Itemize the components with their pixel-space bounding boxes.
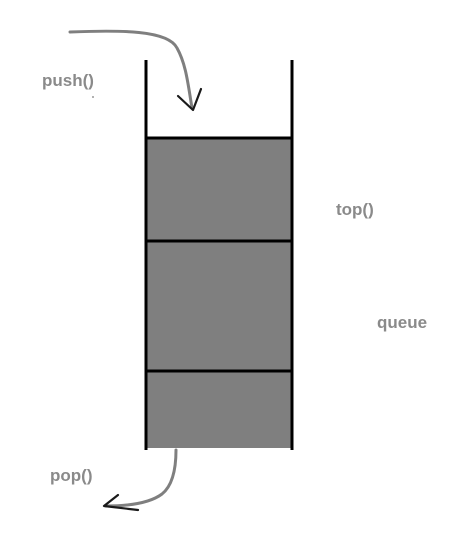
push-arrowhead-icon [176, 87, 203, 112]
queue-label: queue [377, 313, 428, 332]
queue-element-3 [146, 371, 292, 448]
pop-label: pop() [50, 466, 93, 485]
push-label: push() [42, 71, 94, 90]
queue-element-2 [146, 241, 292, 371]
pop-arrowhead-icon [102, 493, 140, 512]
push-arrow [68, 29, 194, 110]
queue-element-1 [146, 138, 292, 241]
pop-arrow [104, 448, 178, 508]
stray-mark [92, 96, 94, 98]
top-label: top() [336, 200, 374, 219]
